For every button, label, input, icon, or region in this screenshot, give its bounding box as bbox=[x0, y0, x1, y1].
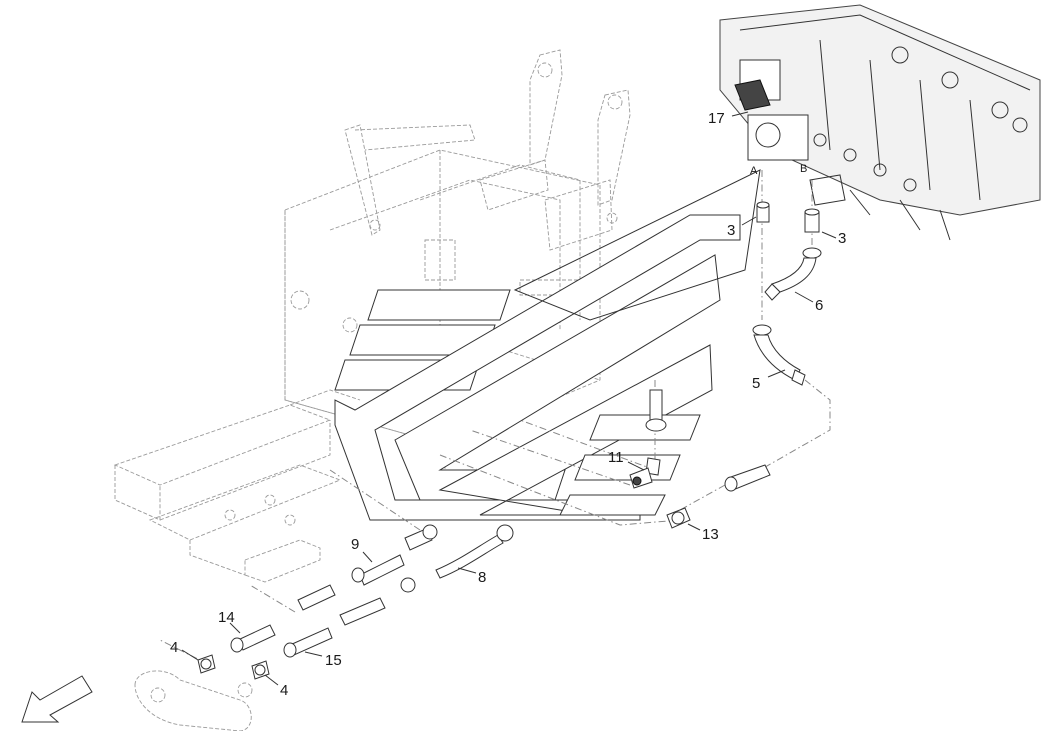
leader-8 bbox=[457, 567, 477, 574]
leader-14 bbox=[229, 622, 241, 634]
leader-15 bbox=[304, 651, 323, 657]
callout-5: 5 bbox=[752, 375, 760, 392]
fitting-4-left bbox=[197, 654, 216, 674]
front-direction-arrow-icon bbox=[21, 675, 93, 723]
chevron-guard-panels bbox=[334, 214, 741, 521]
adapter-fitting-13 bbox=[666, 507, 691, 529]
elbow-hose-6 bbox=[764, 247, 822, 301]
hose-fitting-9 bbox=[351, 524, 438, 586]
mounting-plate-outline bbox=[513, 169, 761, 321]
callout-4-right: 4 bbox=[280, 682, 288, 699]
callout-17: 17 bbox=[708, 110, 725, 127]
leader-3-right bbox=[821, 231, 837, 239]
elbow-hose-5 bbox=[752, 324, 806, 386]
fitting-4-right bbox=[251, 660, 270, 680]
leader-13 bbox=[687, 523, 701, 531]
port-b-label: B bbox=[800, 163, 807, 175]
hose-assembly-14 bbox=[230, 584, 336, 653]
callout-3-right: 3 bbox=[838, 230, 846, 247]
leader-5 bbox=[767, 369, 786, 378]
leader-4-right bbox=[264, 674, 279, 686]
hose-8 bbox=[339, 524, 514, 626]
callout-8: 8 bbox=[478, 569, 486, 586]
leader-6 bbox=[794, 291, 814, 303]
control-valve-block bbox=[719, 4, 1041, 241]
fitting-3-right bbox=[804, 208, 820, 233]
callout-14: 14 bbox=[218, 609, 235, 626]
leader-4-left bbox=[181, 649, 199, 661]
port-a-label: A bbox=[750, 165, 758, 177]
leader-9 bbox=[362, 551, 373, 563]
fitting-3-left bbox=[756, 201, 770, 223]
leader-17 bbox=[731, 111, 749, 117]
hose-assembly-15 bbox=[283, 627, 333, 658]
callout-3-left: 3 bbox=[727, 222, 735, 239]
callout-13: 13 bbox=[702, 526, 719, 543]
leader-11 bbox=[627, 461, 645, 471]
routing-centerlines bbox=[159, 170, 831, 666]
elbow-fitting-11 bbox=[629, 457, 661, 489]
straight-connector bbox=[645, 389, 667, 432]
callout-9: 9 bbox=[351, 536, 359, 553]
callout-15: 15 bbox=[325, 652, 342, 669]
callout-11: 11 bbox=[608, 449, 624, 466]
callout-6: 6 bbox=[815, 297, 823, 314]
straight-adapter bbox=[724, 464, 771, 492]
callout-4-left: 4 bbox=[170, 639, 178, 656]
leader-3-left bbox=[741, 216, 757, 226]
